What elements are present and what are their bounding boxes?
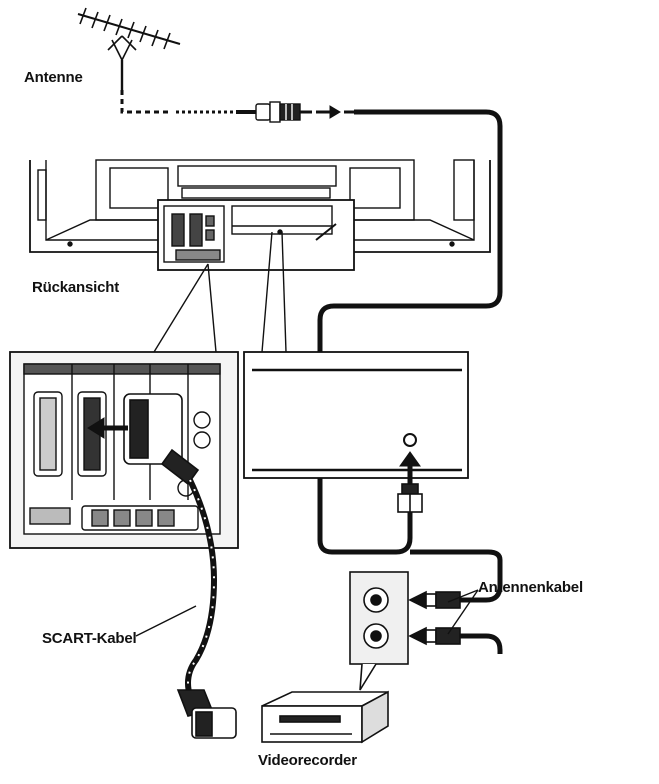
callout-lines [153, 231, 287, 353]
scart-cable-label: SCART-Kabel [42, 630, 137, 647]
vcr-connector-callout [349, 571, 409, 691]
antenna-plug-icon [255, 101, 312, 123]
scart-label-leader [135, 605, 197, 637]
arrow-up-icon [399, 451, 421, 484]
scart-plug-icon [123, 393, 200, 486]
antenna-cable-main [317, 109, 503, 555]
antenna-plug-up-icon [397, 483, 423, 513]
video-recorder-icon [261, 690, 389, 744]
scart-plug-vcr-icon [176, 689, 237, 739]
antenna-feed-cable [120, 90, 256, 114]
input-panel-enlarged [9, 351, 239, 549]
antenna-input-panel [243, 351, 469, 479]
antennenkabel-leaders [447, 589, 479, 635]
vcr-antenna-cables [410, 549, 503, 654]
video-recorder-label: Videorecorder [258, 752, 357, 769]
vcr-cable-plugs [408, 590, 461, 646]
tv-rear-view [29, 159, 491, 271]
arrow-right-icon [316, 105, 354, 119]
arrow-left-icon [87, 417, 128, 439]
rear-view-label: Rückansicht [32, 279, 119, 296]
antenna-icon [77, 7, 181, 90]
antenna-label: Antenne [24, 69, 83, 86]
antenna-cable-label: Antennenkabel [478, 579, 583, 596]
